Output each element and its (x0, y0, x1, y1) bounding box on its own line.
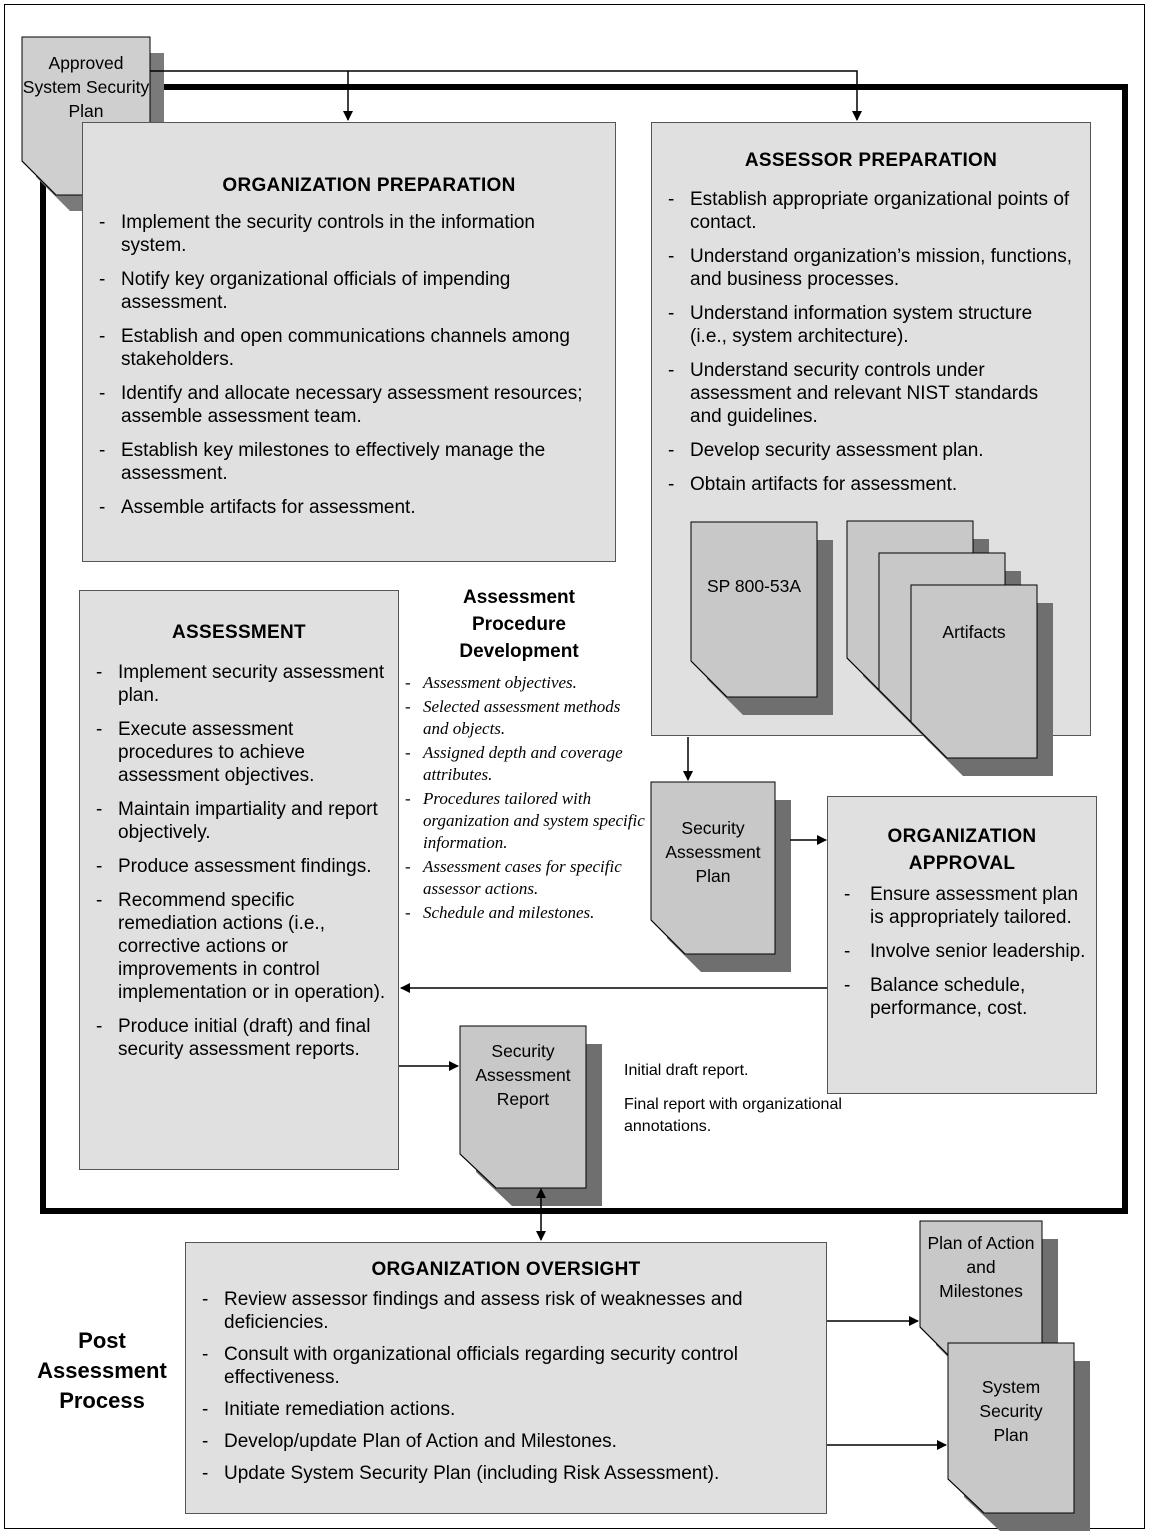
list-item: Understand organization’s mission, funct… (652, 245, 1072, 291)
assessment-list: Implement security assessment plan. Exec… (80, 661, 386, 1061)
artifacts-doc-stack: Artifacts (846, 520, 1053, 776)
list-item: Assessment cases for specific assessor a… (403, 856, 649, 900)
arrow-plan-to-assessor-prep (150, 70, 862, 121)
organization-preparation-title: ORGANIZATION PREPARATION (222, 175, 516, 196)
assessor-preparation-list: Establish appropriate organizational poi… (652, 188, 1072, 496)
procedure-development-title: Assessment Procedure Development (459, 587, 579, 662)
organization-preparation-box: ORGANIZATION PREPARATION Implement the s… (82, 122, 616, 562)
organization-approval-list: Ensure assessment plan is appropriately … (828, 883, 1086, 1020)
security-assessment-report-doc: Security Assessment Report (459, 1025, 602, 1206)
list-item: Procedures tailored with organization an… (403, 788, 649, 854)
sp-800-53a-doc: SP 800-53A (690, 521, 833, 715)
artifacts-label: Artifacts (942, 622, 1006, 642)
procedure-development-list: Assessment objectives. Selected assessme… (403, 672, 649, 924)
final-report-note: Final report with organizational annotat… (624, 1096, 842, 1135)
list-item: Execute assessment procedures to achieve… (80, 718, 386, 787)
post-assessment-process-label: Post Assessment Process (37, 1328, 167, 1413)
list-item: Balance schedule, performance, cost. (828, 974, 1086, 1020)
list-item: Notify key organizational officials of i… (83, 268, 595, 314)
system-security-plan-doc: System Security Plan (947, 1342, 1090, 1531)
document-icon (690, 521, 833, 715)
organization-preparation-list: Implement the security controls in the i… (83, 211, 595, 519)
sp-800-53a-label: SP 800-53A (706, 576, 802, 596)
assessor-preparation-title: ASSESSOR PREPARATION (744, 150, 998, 171)
document-icon (947, 1342, 1090, 1531)
list-item: Obtain artifacts for assessment. (652, 473, 1072, 496)
procedure-development-block: Assessment Procedure Development Assessm… (403, 584, 649, 926)
organization-approval-title: ORGANIZATION APPROVAL (887, 826, 1037, 874)
approved-plan-label: Approved System Security Plan (22, 53, 150, 121)
list-item: Maintain impartiality and report objecti… (80, 798, 386, 844)
document-icon (459, 1025, 602, 1206)
list-item: Identify and allocate necessary assessme… (83, 382, 595, 428)
list-item: Update System Security Plan (including R… (186, 1462, 812, 1485)
list-item: Understand security controls under asses… (652, 359, 1072, 428)
organization-oversight-box: ORGANIZATION OVERSIGHT Review assessor f… (185, 1242, 827, 1514)
document-stack-icon (846, 520, 1053, 776)
list-item: Develop security assessment plan. (652, 439, 1072, 462)
list-item: Assessment objectives. (403, 672, 649, 694)
list-item: Recommend specific remediation actions (… (80, 889, 386, 1004)
list-item: Assigned depth and coverage attributes. (403, 742, 649, 786)
initial-report-note: Initial draft report. (624, 1062, 749, 1079)
list-item: Implement the security controls in the i… (83, 211, 595, 257)
security-assessment-report-label: Security Assessment Report (475, 1041, 571, 1109)
security-assessment-plan-label: Security Assessment Plan (665, 818, 761, 886)
assessment-title: ASSESSMENT (172, 622, 306, 643)
document-icon (650, 781, 791, 972)
list-item: Review assessor findings and assess risk… (186, 1288, 812, 1334)
list-item: Consult with organizational officials re… (186, 1343, 812, 1389)
list-item: Involve senior leadership. (828, 940, 1086, 963)
assessment-boundary-inner-frame (44, 88, 1124, 1210)
list-item: Develop/update Plan of Action and Milest… (186, 1430, 812, 1453)
outer-frame (4, 4, 1145, 1529)
list-item: Assemble artifacts for assessment. (83, 496, 595, 519)
system-security-plan-label: System Security Plan (979, 1377, 1043, 1445)
list-item: Schedule and milestones. (403, 902, 649, 924)
list-item: Establish key milestones to effectively … (83, 439, 595, 485)
assessment-boundary-frame (40, 84, 1128, 1214)
list-item: Initiate remediation actions. (186, 1398, 812, 1421)
list-item: Establish and open communications channe… (83, 325, 595, 371)
security-assessment-plan-doc: Security Assessment Plan (650, 781, 791, 972)
list-item: Selected assessment methods and objects. (403, 696, 649, 740)
list-item: Implement security assessment plan. (80, 661, 386, 707)
list-item: Ensure assessment plan is appropriately … (828, 883, 1086, 929)
list-item: Establish appropriate organizational poi… (652, 188, 1072, 234)
organization-oversight-list: Review assessor findings and assess risk… (186, 1288, 812, 1485)
assessment-box: ASSESSMENT Implement security assessment… (79, 590, 399, 1170)
list-item: Produce initial (draft) and final securi… (80, 1015, 386, 1061)
organization-approval-box: ORGANIZATION APPROVAL Ensure assessment … (827, 796, 1097, 1094)
list-item: Produce assessment findings. (80, 855, 386, 878)
plan-of-action-label: Plan of Action and Milestones (927, 1233, 1035, 1301)
organization-oversight-title: ORGANIZATION OVERSIGHT (371, 1259, 641, 1280)
list-item: Understand information system structure … (652, 302, 1072, 348)
